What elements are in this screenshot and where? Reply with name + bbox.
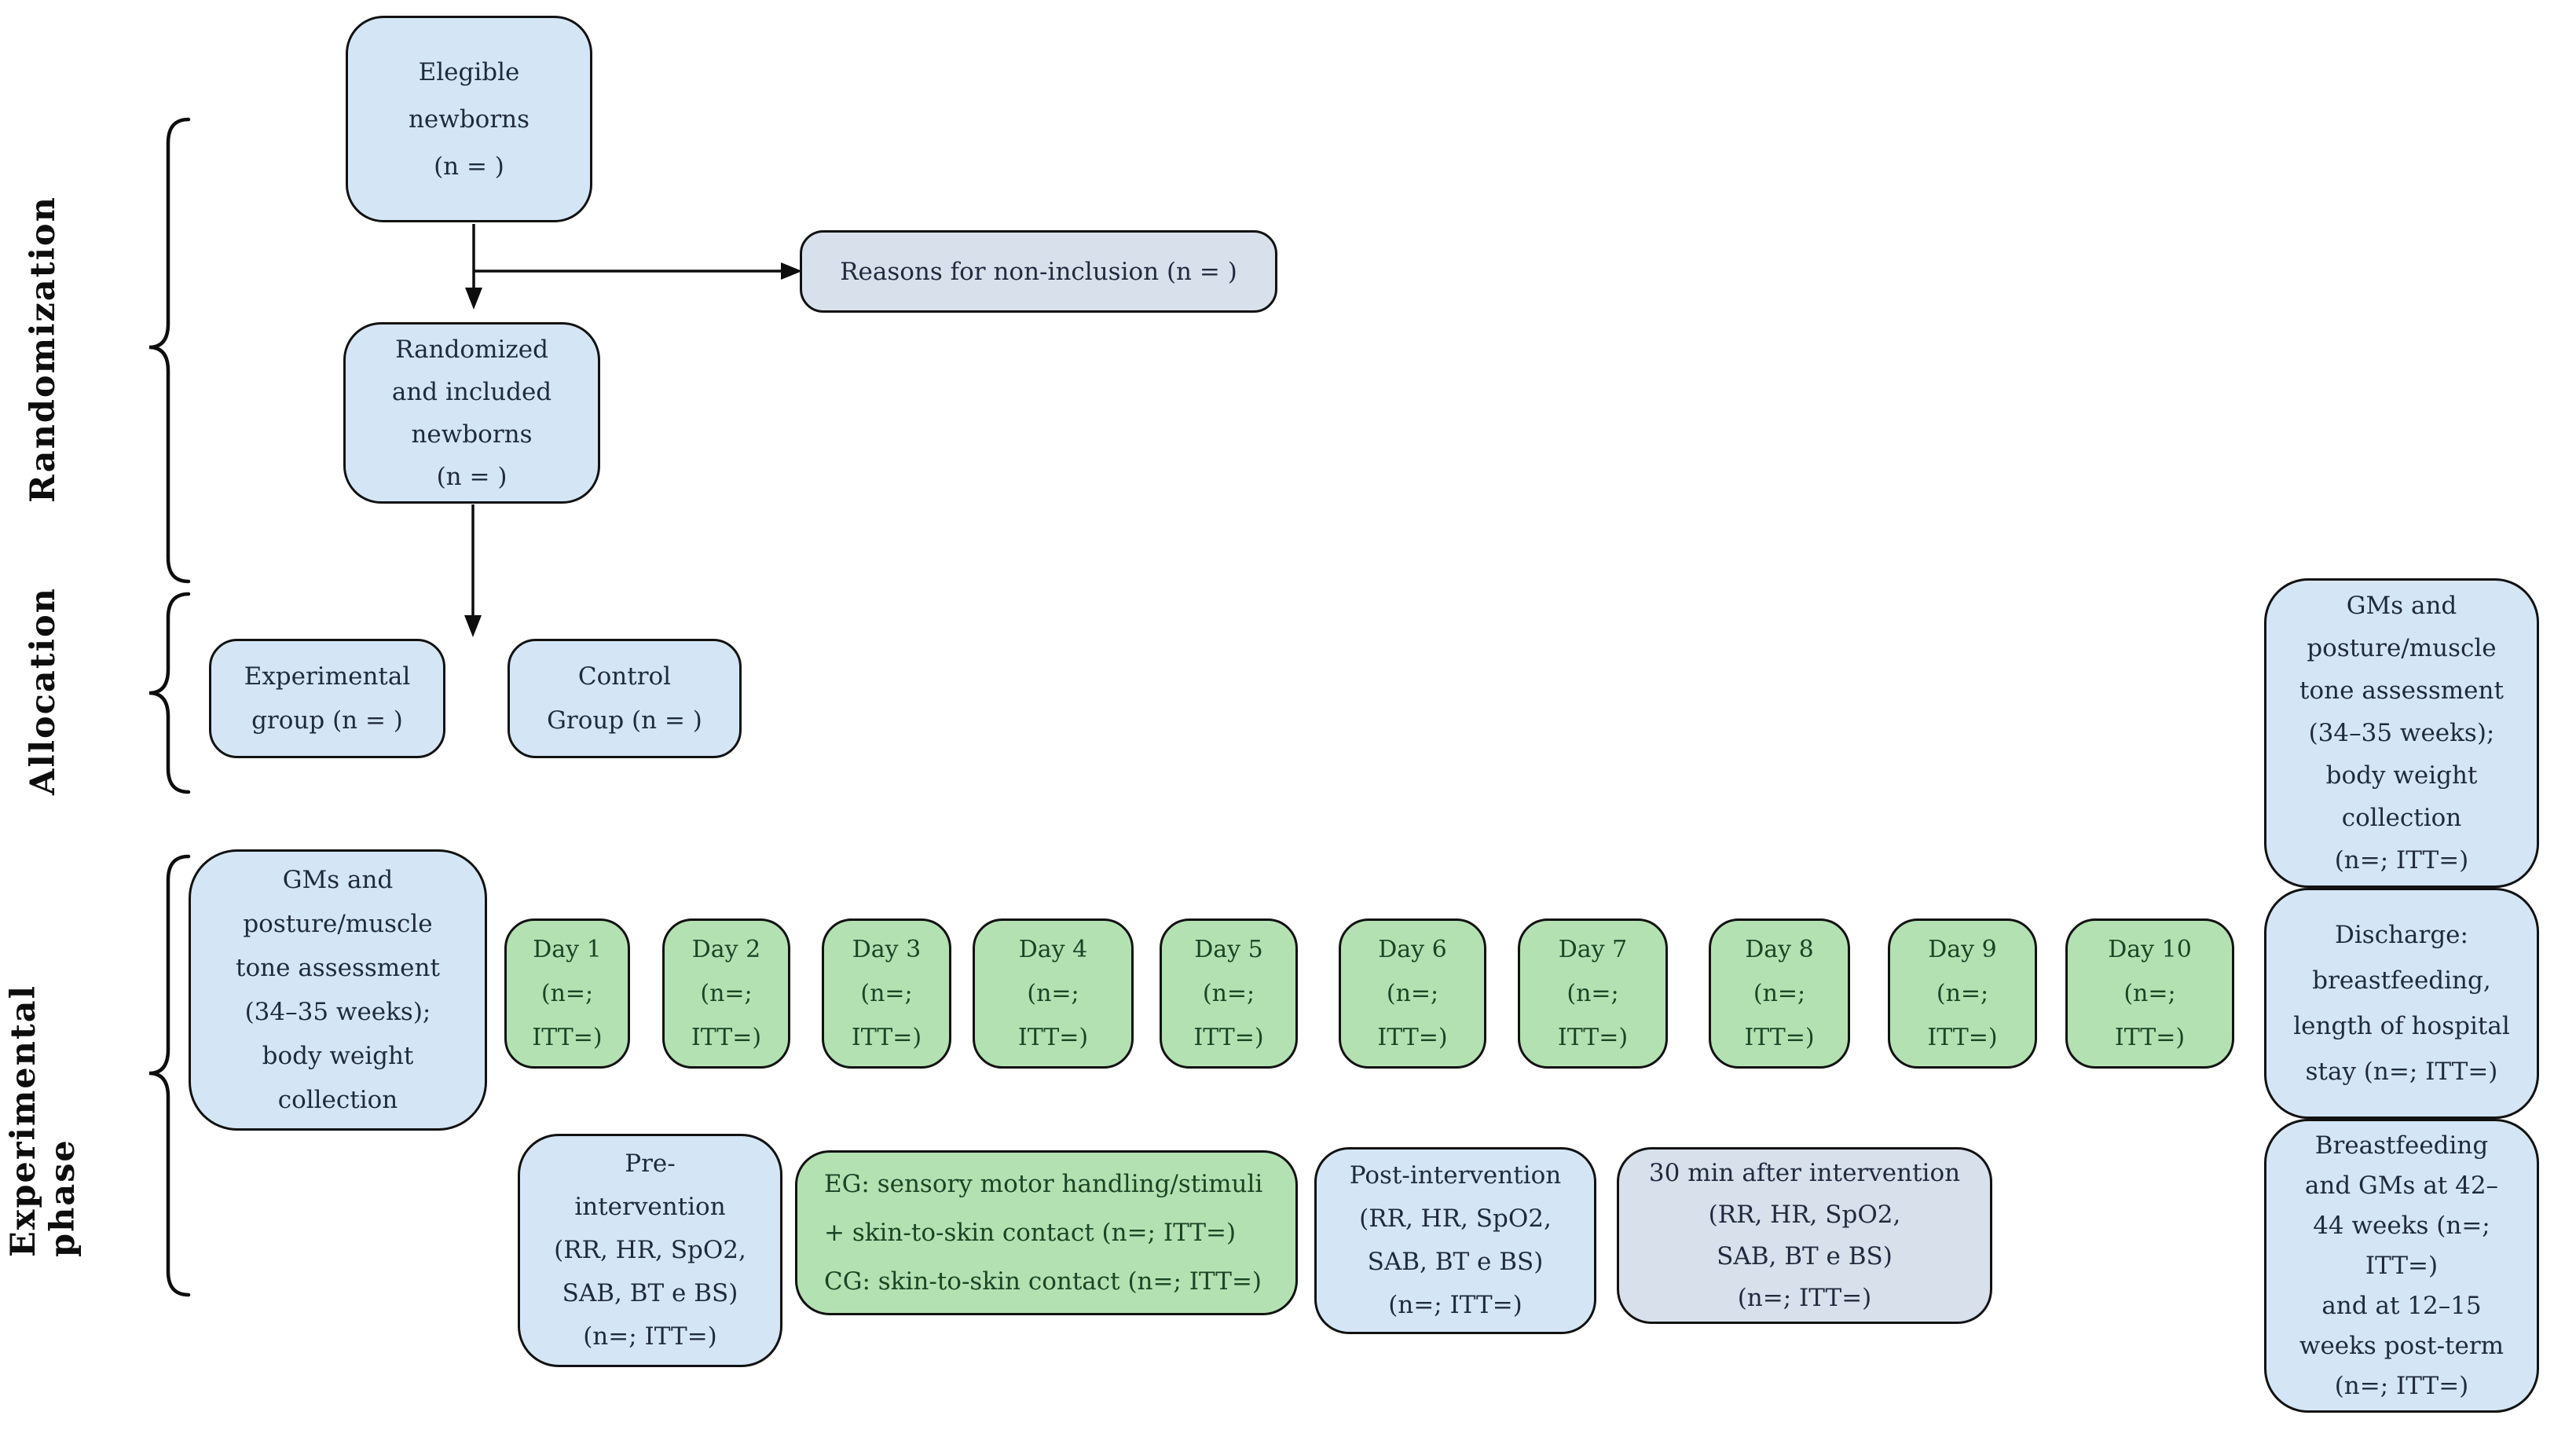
box-day-10: Day 10 (n=; ITT=) — [2065, 918, 2234, 1069]
box-reasons-non-inclusion: Reasons for non-inclusion (n = ) — [800, 230, 1277, 313]
box-eligible-newborns: Elegible newborns (n = ) — [346, 16, 592, 222]
box-intervention-eg-cg: EG: sensory motor handling/stimuli + ski… — [795, 1150, 1298, 1315]
section-label-experimental-phase: Experimental phase — [4, 984, 82, 1257]
arrowhead-eligible-to-randomized — [465, 288, 482, 310]
arrowhead-randomized-to-groups — [464, 615, 482, 637]
box-control-group: Control Group (n = ) — [508, 639, 742, 758]
box-pre-intervention: Pre- intervention (RR, HR, SpO2, SAB, BT… — [518, 1134, 782, 1367]
box-day-4: Day 4 (n=; ITT=) — [973, 918, 1134, 1069]
box-day-7: Day 7 (n=; ITT=) — [1518, 918, 1668, 1069]
box-day-5: Day 5 (n=; ITT=) — [1160, 918, 1298, 1069]
box-gms-outcome-assessment: GMs and posture/muscle tone assessment (… — [2264, 578, 2539, 888]
box-day-8: Day 8 (n=; ITT=) — [1709, 918, 1850, 1069]
box-day-3: Day 3 (n=; ITT=) — [822, 918, 951, 1069]
experimental-phase-brace — [148, 854, 191, 1297]
box-30min-after-intervention: 30 min after intervention (RR, HR, SpO2,… — [1617, 1147, 1992, 1324]
box-post-intervention: Post-intervention (RR, HR, SpO2, SAB, BT… — [1314, 1147, 1596, 1334]
box-gms-baseline-assessment: GMs and posture/muscle tone assessment (… — [189, 849, 487, 1131]
box-discharge: Discharge: breastfeeding, length of hosp… — [2264, 888, 2539, 1119]
arrowhead-to-reasons — [781, 262, 802, 280]
allocation-brace — [148, 592, 191, 794]
box-experimental-group: Experimental group (n = ) — [209, 639, 445, 758]
section-label-randomization: Randomization — [24, 196, 63, 504]
box-day-1: Day 1 (n=; ITT=) — [504, 918, 630, 1069]
box-day-2: Day 2 (n=; ITT=) — [662, 918, 790, 1069]
box-randomized-included: Randomized and included newborns (n = ) — [343, 322, 600, 504]
box-day-9: Day 9 (n=; ITT=) — [1888, 918, 2037, 1069]
section-label-allocation: Allocation — [24, 587, 63, 796]
box-day-6: Day 6 (n=; ITT=) — [1339, 918, 1486, 1069]
box-followup-breastfeeding-gms: Breastfeeding and GMs at 42– 44 weeks (n… — [2264, 1119, 2539, 1413]
randomization-brace — [148, 117, 191, 584]
